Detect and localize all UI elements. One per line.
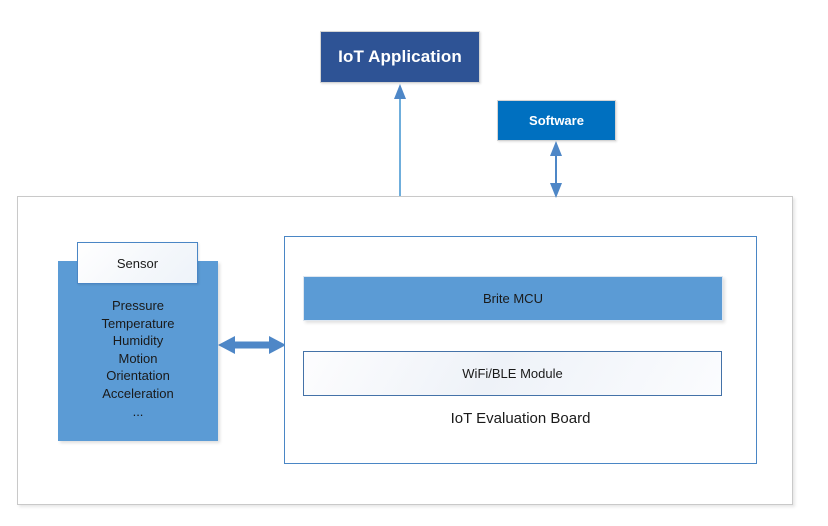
- arrow-board-to-software: [550, 141, 562, 198]
- sensor-card: Sensor: [77, 242, 198, 284]
- software-label: Software: [529, 113, 584, 128]
- sensor-capability: Acceleration: [102, 385, 174, 401]
- sensor-block: [58, 261, 218, 441]
- iot-evaluation-board-box: [284, 236, 757, 464]
- sensor-capability: Pressure: [111, 298, 165, 313]
- iot-evaluation-board-caption: IoT Evaluation Board: [450, 410, 591, 427]
- wifi-ble-module-label: WiFi/BLE Module: [462, 366, 563, 381]
- sensor-capability: Temperature: [101, 315, 175, 331]
- sensor-capability-list: Pressure Temperature Humidity Motion Ori…: [58, 297, 218, 420]
- sensor-capability: ...: [132, 403, 144, 419]
- brite-mcu-label: Brite MCU: [483, 291, 543, 306]
- arrow-board-to-iot-application: [394, 84, 406, 196]
- brite-mcu-bar: Brite MCU: [303, 276, 723, 321]
- iot-application-label: IoT Application: [338, 47, 462, 66]
- sensor-capability: Humidity: [112, 333, 164, 349]
- sensor-capability: Orientation: [106, 368, 170, 384]
- wifi-ble-module-bar: WiFi/BLE Module: [303, 351, 722, 396]
- software-box: Software: [497, 100, 616, 141]
- sensor-card-label: Sensor: [116, 255, 159, 271]
- sensor-capability: Motion: [118, 350, 158, 366]
- iot-application-box: IoT Application: [320, 31, 480, 83]
